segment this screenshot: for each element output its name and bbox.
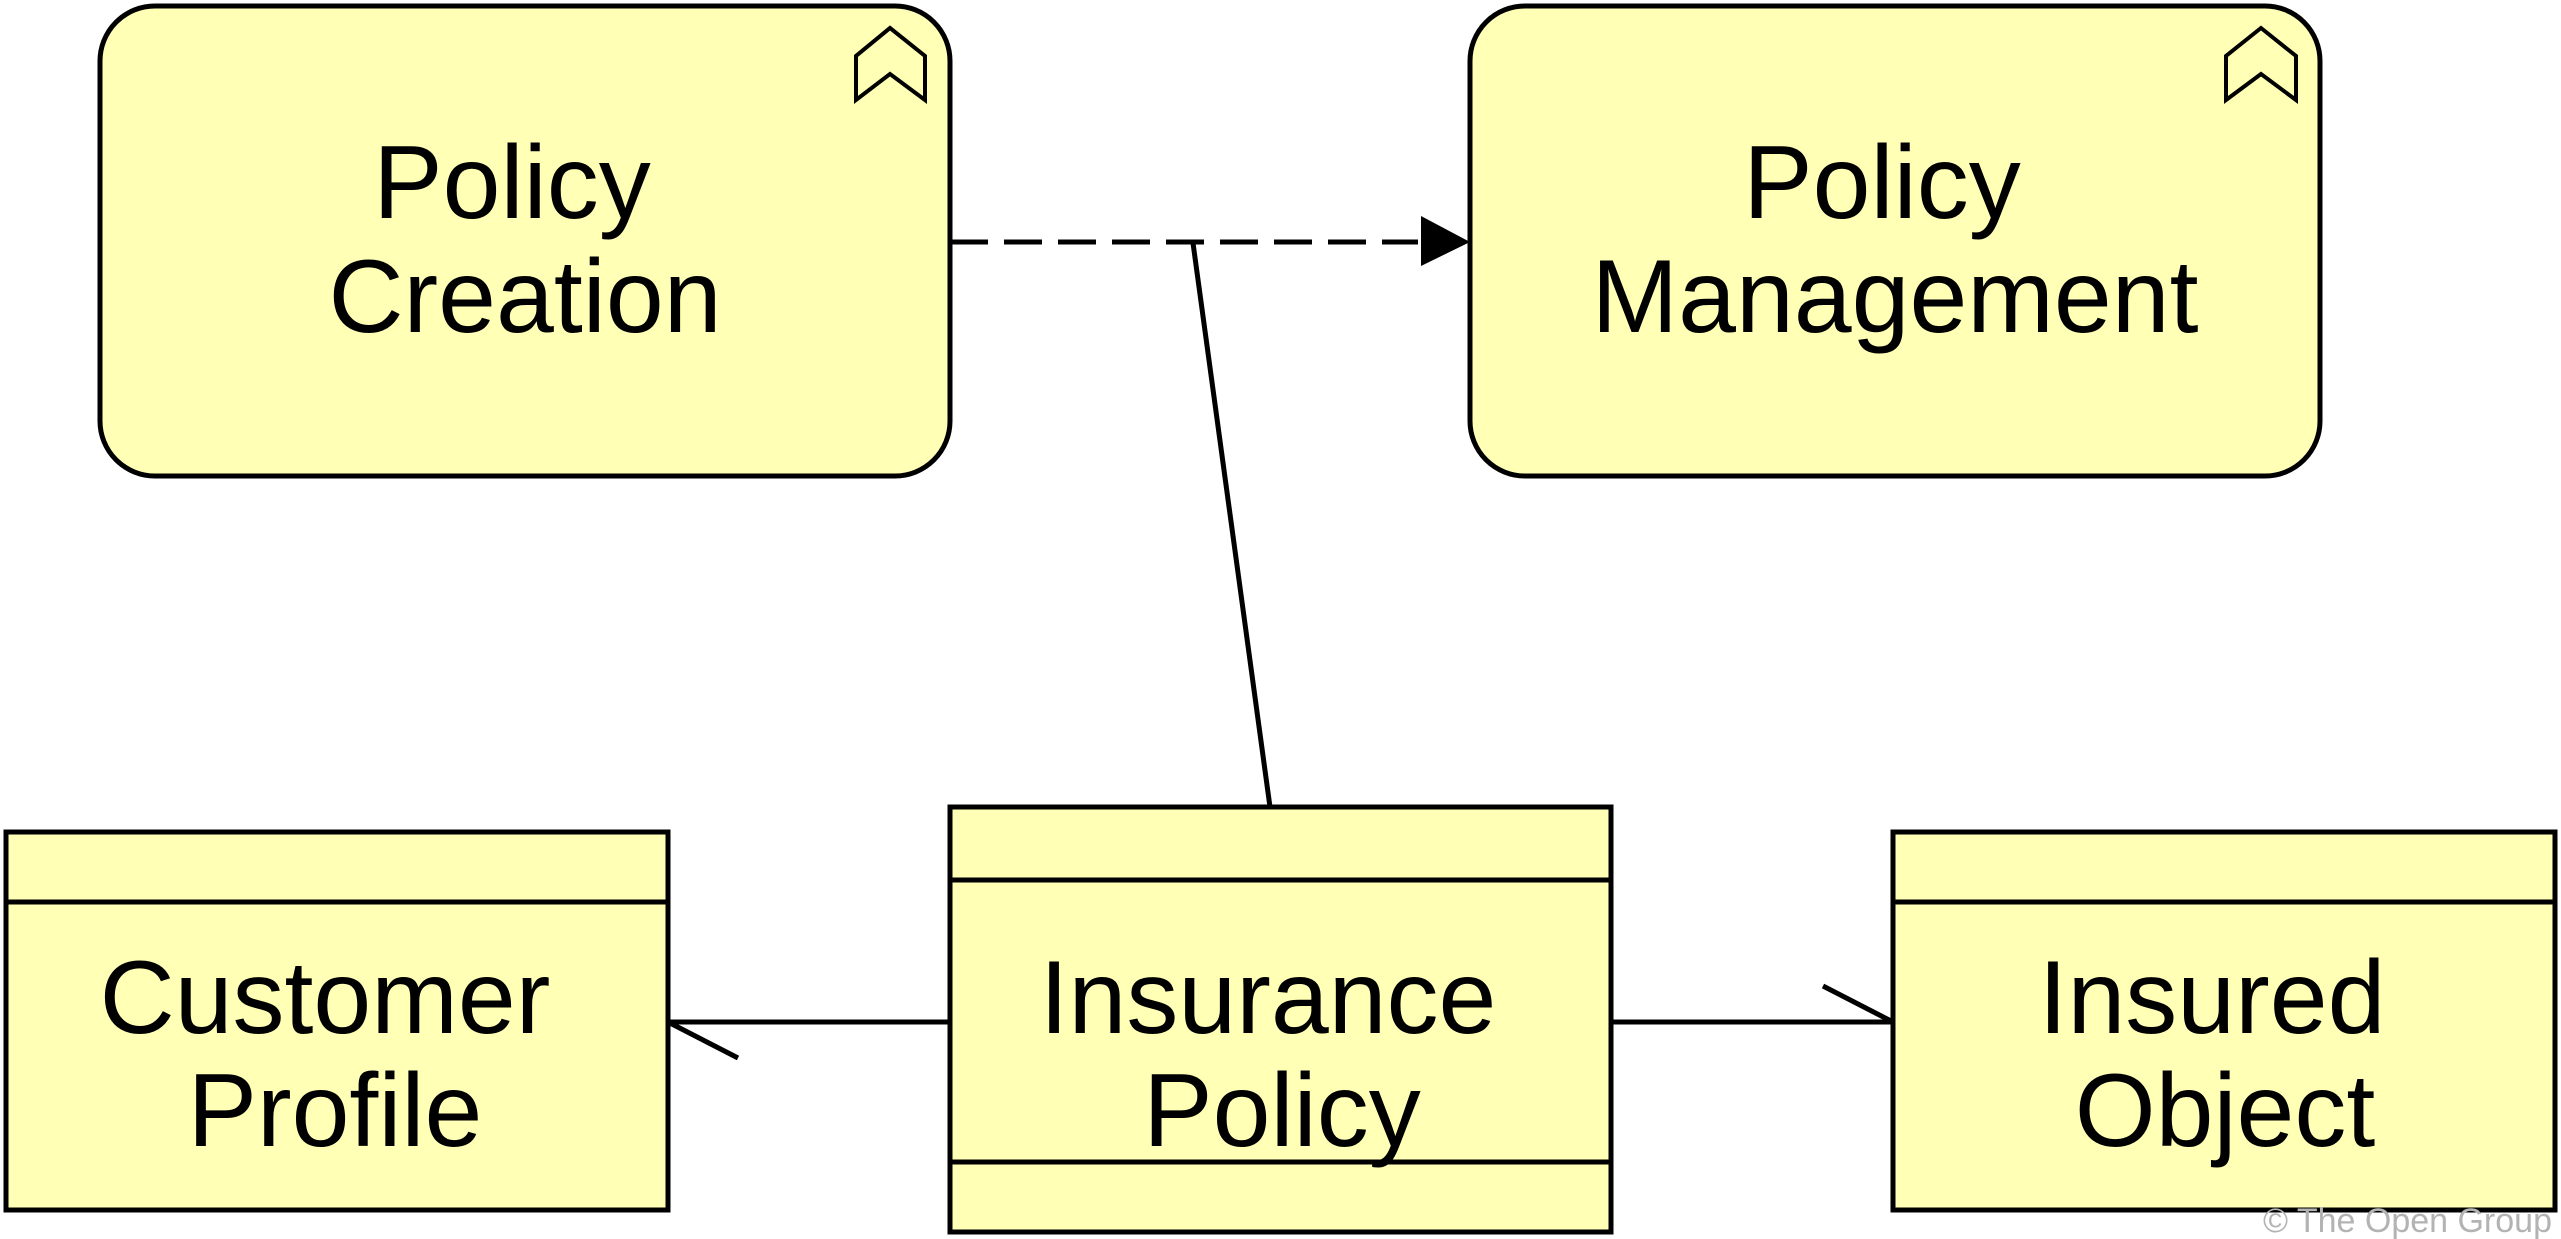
policy-creation-node[interactable]: Policy Creation: [97, 3, 953, 479]
insured-object-node[interactable]: Insured Object: [1890, 829, 2558, 1213]
insured-object-relation-tick: [1821, 983, 1895, 1025]
customer-profile-relation[interactable]: [666, 1019, 950, 1061]
association-line[interactable]: [1190, 242, 1273, 808]
insured-object-box[interactable]: [1890, 829, 2558, 1213]
insurance-policy-node[interactable]: Insurance Policy: [947, 804, 1614, 1235]
policy-management-box[interactable]: [1467, 3, 2323, 479]
policy-management-node[interactable]: Policy Management: [1467, 3, 2323, 479]
business-function-icon: [854, 25, 927, 105]
insurance-policy-label-line1: Insurance: [1040, 940, 1497, 1056]
policy-creation-label-line2: Creation: [328, 239, 721, 355]
policy-creation-box[interactable]: [97, 3, 953, 479]
business-function-icon: [2224, 25, 2298, 104]
insured-object-label-line2: Object: [2075, 1053, 2376, 1169]
flow-arrowhead: [1421, 216, 1470, 266]
copyright-notice: © The Open Group: [2263, 1202, 2552, 1239]
policy-management-label-line2: Management: [1591, 239, 2198, 355]
flow-relation[interactable]: [950, 216, 1470, 266]
customer-profile-label-line2: Profile: [188, 1053, 483, 1169]
customer-profile-box[interactable]: [3, 829, 671, 1213]
policy-management-label-line1: Policy: [1743, 125, 2020, 241]
insured-object-relation[interactable]: [1611, 983, 1895, 1025]
insured-object-label-line1: Insured: [2039, 940, 2386, 1056]
customer-profile-label-line1: Customer: [100, 940, 551, 1056]
policy-creation-label-line1: Policy: [373, 125, 650, 241]
insurance-policy-label-line2: Policy: [1143, 1053, 1420, 1169]
customer-profile-relation-tick: [666, 1019, 740, 1061]
customer-profile-node[interactable]: Customer Profile: [3, 829, 671, 1213]
